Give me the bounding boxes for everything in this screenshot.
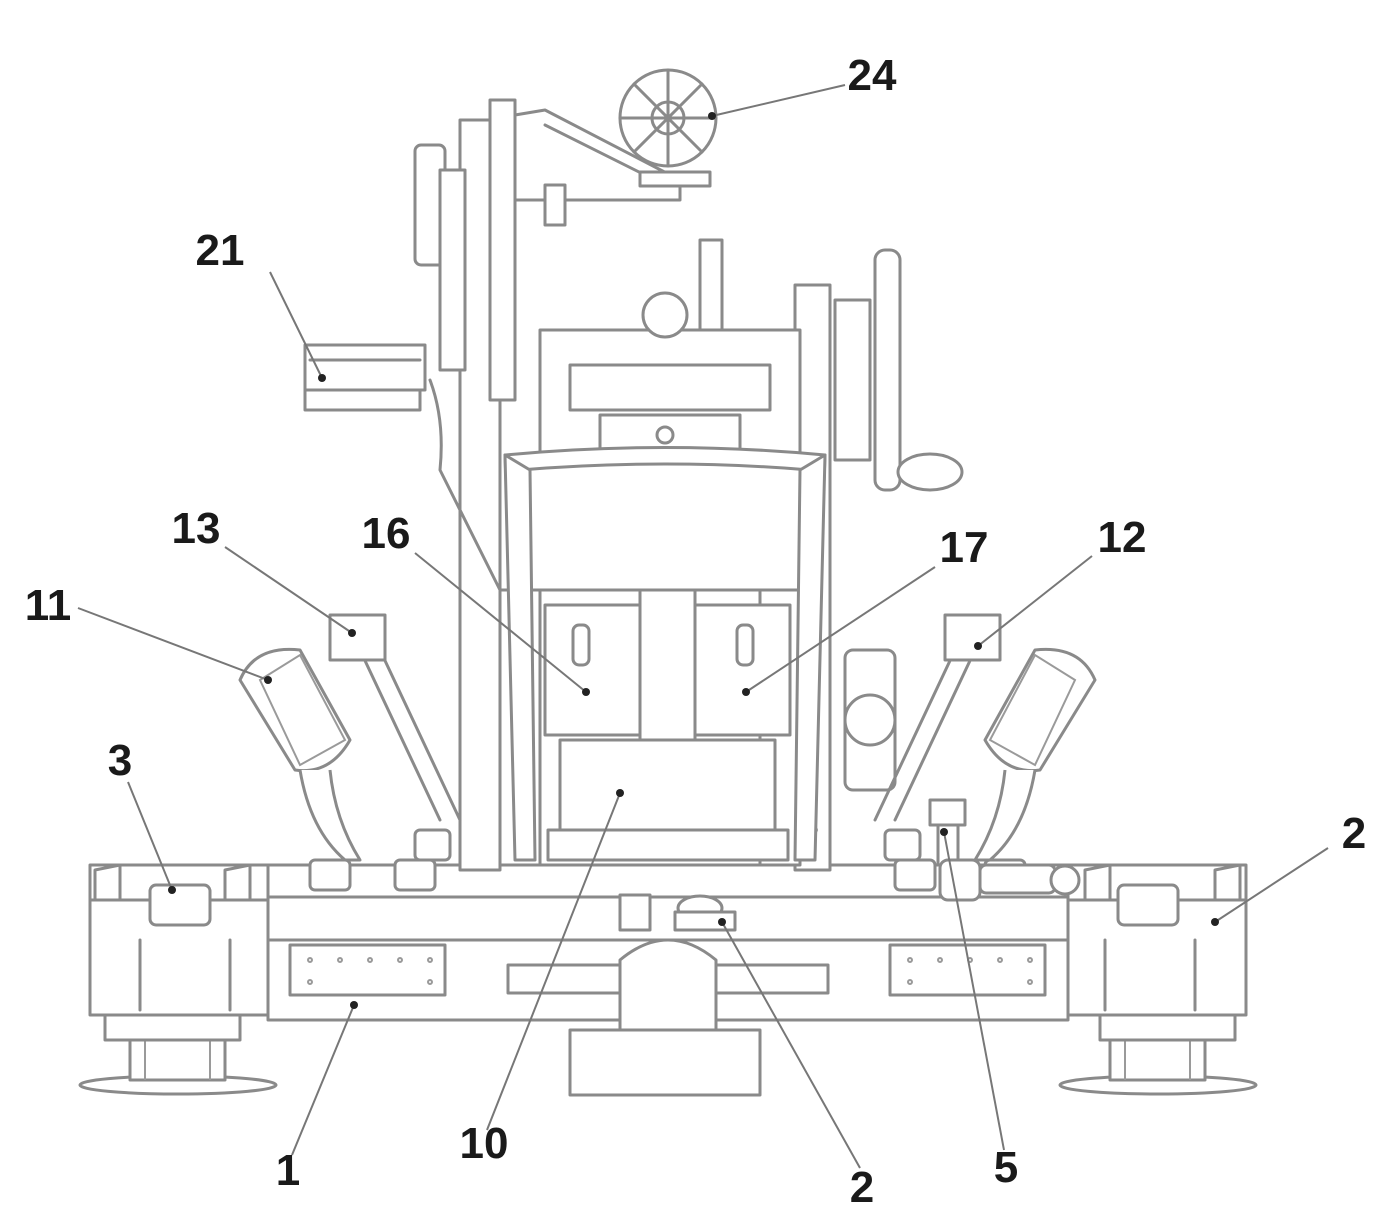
leader-dot-3: [168, 886, 176, 894]
side-housing-right: [1066, 863, 1248, 1017]
callout-3: 3: [108, 736, 132, 785]
leader-line-5: [943, 831, 1005, 1151]
callout-24: 24: [848, 51, 897, 100]
leader-dot-21: [318, 374, 326, 382]
leader-line-10: [486, 792, 621, 1131]
callout-16: 16: [362, 509, 411, 558]
callout-5: 5: [994, 1143, 1018, 1192]
upper-tower: [413, 98, 682, 402]
side-housing-left: [88, 863, 270, 1017]
leader-dot-2-right: [1211, 918, 1219, 926]
pedal-right: [873, 613, 1097, 892]
callout-21: 21: [196, 226, 245, 275]
leader-line-12: [977, 555, 1093, 647]
leader-dot-1: [350, 1001, 358, 1009]
callout-13: 13: [172, 504, 221, 553]
base-frame: [253, 863, 1087, 1097]
leader-lines: [77, 84, 1329, 1169]
cable-reel: [618, 68, 718, 188]
center-clamp: [618, 893, 737, 932]
leader-line-3: [127, 781, 173, 891]
leader-line-21: [269, 271, 323, 379]
leader-dot-16: [582, 688, 590, 696]
gear-housing-right: [843, 648, 897, 792]
leader-line-17: [745, 566, 936, 693]
leader-line-2-mid: [721, 921, 861, 1169]
leader-dot-17: [742, 688, 750, 696]
pedal-left: [238, 613, 462, 892]
callout-10: 10: [460, 1119, 509, 1168]
leader-dot-24: [708, 112, 716, 120]
leveling-foot-left: [78, 1008, 278, 1096]
main-frame: [458, 118, 832, 872]
leader-dot-2-mid: [718, 918, 726, 926]
crank-handle: [833, 248, 964, 492]
leader-line-11: [77, 607, 269, 681]
callout-2-right: 2: [1342, 809, 1366, 858]
callout-1: 1: [276, 1146, 300, 1195]
leader-dot-5: [940, 828, 948, 836]
callout-labels: 24 21 13 16 17 12 11 3 2 10 1 5 2: [25, 51, 1367, 1212]
leader-line-24: [711, 84, 846, 117]
leader-dot-13: [348, 629, 356, 637]
valve-assembly: [928, 798, 1081, 902]
callout-12: 12: [1098, 513, 1147, 562]
leader-line-13: [224, 546, 353, 634]
leader-dots: [168, 112, 1219, 1009]
leader-line-16: [414, 552, 587, 693]
leveling-foot-right: [1058, 1008, 1258, 1096]
leader-dot-11: [264, 676, 272, 684]
callout-2-mid: 2: [850, 1163, 874, 1212]
leader-dot-10: [616, 789, 624, 797]
side-tool: [303, 343, 502, 592]
leader-dot-12: [974, 642, 982, 650]
leader-line-1: [291, 1004, 355, 1156]
callout-11: 11: [25, 581, 72, 630]
callout-17: 17: [940, 523, 989, 572]
leader-line-2-right: [1214, 847, 1329, 923]
